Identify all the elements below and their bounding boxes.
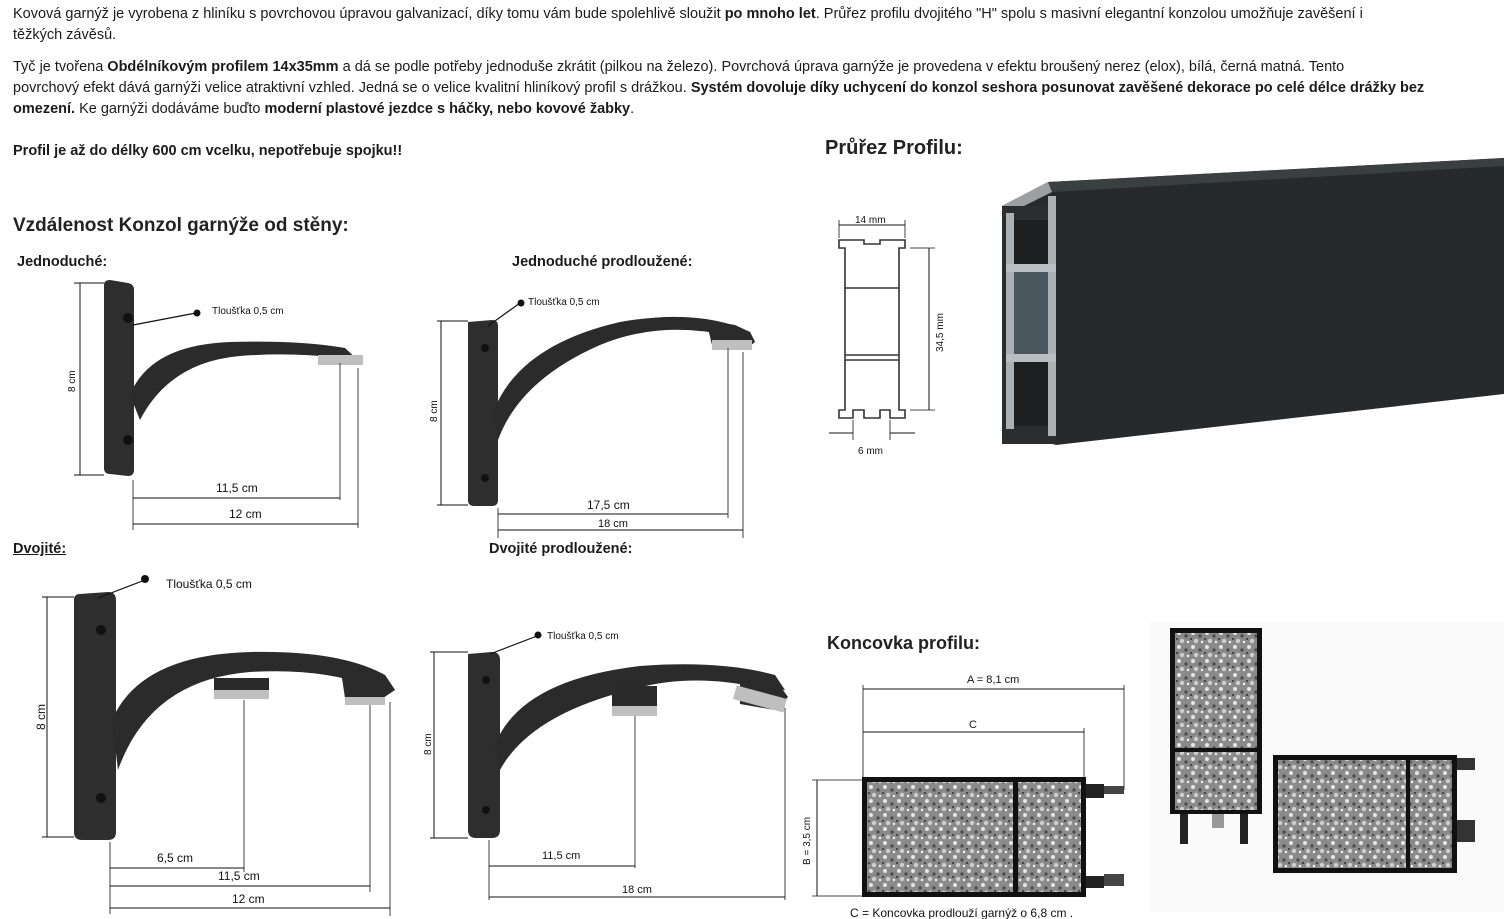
double-heading-link[interactable]: Dvojité: <box>13 541 67 557</box>
end-cap-b-label: B = 3,5 cm <box>802 817 813 865</box>
bracket-double-dim2-label: 12 cm <box>232 892 265 906</box>
bracket-double-ext-dim2-label: 18 cm <box>622 884 652 896</box>
profile-height-label: 34,5 mm <box>935 313 946 352</box>
bracket-single-ext-dim1-label: 17,5 cm <box>587 498 630 512</box>
profile-width-label: 14 mm <box>855 215 886 226</box>
intro-text: . <box>630 101 635 117</box>
profile-h-outline <box>838 239 906 419</box>
distance-section-heading: Vzdálenost Konzol garnýže od stěny: <box>13 215 349 236</box>
intro-text: . Průřez profilu dvojitého "H" spolu s m… <box>815 6 1363 22</box>
bracket-single-illustration <box>104 280 363 476</box>
single-heading: Jednoduché: <box>17 254 108 270</box>
intro-bold: Obdélníkovým profilem 14x35mm <box>107 59 339 75</box>
profile-gap-label: 6 mm <box>858 446 883 457</box>
end-cap-a-label: A = 8,1 cm <box>967 674 1019 686</box>
bracket-single-ext-thickness-label: Tloušťka 0,5 cm <box>528 297 600 308</box>
end-cap-note: C = Koncovka prodlouží garnýž o 6,8 cm . <box>850 906 1073 919</box>
end-cap-c-label: C <box>969 719 977 731</box>
bracket-double-dim1-label: 11,5 cm <box>218 869 260 883</box>
bracket-double-ext-height-label: 8 cm <box>423 733 434 755</box>
end-cap-photo <box>1150 622 1504 912</box>
bracket-double-thickness-label: Tloušťka 0,5 cm <box>166 577 252 591</box>
intro-text: těžkých závěsů. <box>13 27 117 43</box>
intro-text: povrchový efekt dává garnýži velice atra… <box>13 80 691 96</box>
bracket-single-ext-dim2-label: 18 cm <box>598 518 628 530</box>
intro-paragraph-3: Profil je až do délky 600 cm vcelku, nep… <box>13 143 403 159</box>
end-cap-section-heading: Koncovka profilu: <box>827 633 981 653</box>
bracket-double-ext-illustration <box>468 652 788 838</box>
bracket-double-ext-dim1-label: 11,5 cm <box>542 850 580 862</box>
intro-text: Ke garnýži dodáváme buďto <box>75 101 265 117</box>
intro-text: Kovová garnýž je vyrobena z hliníku s po… <box>13 6 725 22</box>
end-cap-illustration <box>862 777 1124 897</box>
intro-bold: omezení. <box>13 101 76 117</box>
intro-paragraph-1: Kovová garnýž je vyrobena z hliníku s po… <box>13 4 1363 46</box>
bracket-single-ext-height-label: 8 cm <box>429 400 440 422</box>
bracket-single-ext-illustration <box>468 316 755 506</box>
intro-text: Tyč je tvořena <box>13 59 108 75</box>
intro-bold: Systém dovoluje díky uchycení do konzol … <box>690 80 1425 96</box>
bracket-single-dim2-label: 12 cm <box>229 507 262 521</box>
intro-bold: moderní plastové jezdce s háčky, nebo ko… <box>264 101 631 117</box>
intro-paragraph-2: Tyč je tvořena Obdélníkovým profilem 14x… <box>13 57 1424 120</box>
single-extended-heading: Jednoduché prodloužené: <box>512 254 693 270</box>
double-extended-heading: Dvojité prodloužené: <box>489 541 633 557</box>
bracket-single-thickness-label: Tloušťka 0,5 cm <box>212 306 284 317</box>
intro-text: a dá se podle potřeby jednoduše zkrátit … <box>338 59 1345 75</box>
profile-section-heading: Průřez Profilu: <box>825 137 963 159</box>
bracket-single-dim1-label: 11,5 cm <box>216 481 258 495</box>
intro-bold: po mnoho let <box>724 6 816 22</box>
bracket-double-height-label: 8 cm <box>34 704 48 730</box>
bracket-double-illustration <box>74 592 395 840</box>
bracket-single-height-label: 8 cm <box>67 370 78 392</box>
bracket-double-dim0-label: 6,5 cm <box>157 851 193 865</box>
bracket-double-ext-thickness-label: Tloušťka 0,5 cm <box>547 631 619 642</box>
